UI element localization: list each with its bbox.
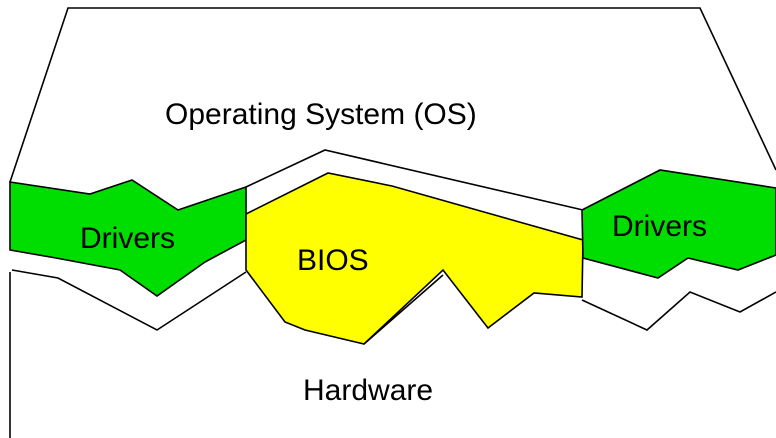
os-label: Operating System (OS) — [165, 98, 477, 131]
drivers-left-block — [9, 179, 247, 297]
drivers-left-label: Drivers — [80, 222, 175, 255]
drivers-right-block — [581, 169, 776, 279]
os-layer-outline — [9, 7, 776, 183]
bios-inner-edge — [363, 274, 444, 345]
bios-label: BIOS — [297, 244, 369, 277]
hardware-layer-outline — [11, 269, 247, 331]
hardware-layer-right-edge — [581, 291, 776, 331]
drivers-right-label: Drivers — [612, 210, 707, 243]
bios-block — [245, 172, 584, 345]
os-layer-lower-edge — [245, 149, 584, 211]
hardware-label: Hardware — [303, 374, 433, 407]
